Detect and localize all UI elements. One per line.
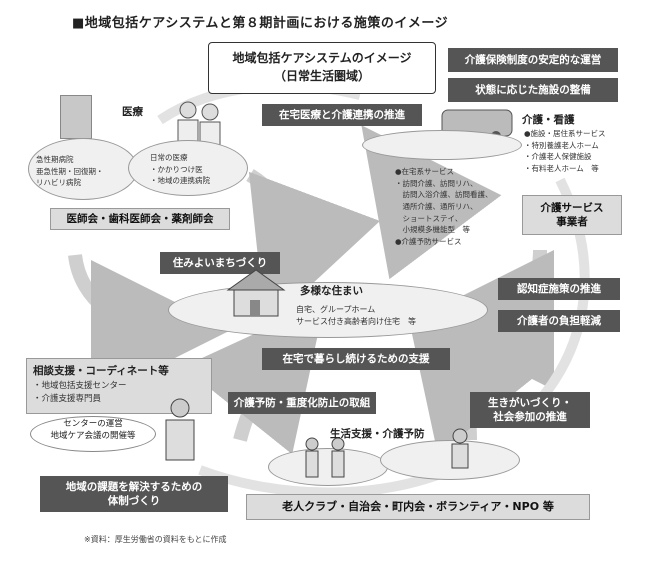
box-ishikai: 医師会・歯科医師会・薬剤師会 — [50, 208, 230, 230]
kaigo-facility-list: ●施設・居住系サービス ・特別養護老人ホーム ・介護老人保健施設 ・有料老人ホー… — [524, 128, 606, 175]
kaigo-home-item: ●介護予防サービス — [395, 236, 462, 246]
box-shisetsu-seibi: 状態に応じた施設の整備 — [448, 78, 618, 102]
box-roujin-club: 老人クラブ・自治会・町内会・ボランティア・NPO 等 — [246, 494, 590, 520]
hospital-item: リハビリ病院 — [36, 178, 81, 188]
box-yobou: 介護予防・重度化防止の取組 — [228, 392, 376, 414]
daily-care-item: ・地域の連携病院 — [150, 176, 210, 186]
kaigo-home-item: 小規模多機能型 等 — [395, 225, 470, 235]
kaigo-home-item: ショートステイ、 — [395, 213, 463, 223]
seikatsu-ellipse-right — [380, 440, 520, 480]
seikatsu-ellipse-left — [268, 448, 388, 486]
elder-exercise-icon — [440, 428, 480, 472]
arrow-left-to-center — [246, 169, 381, 328]
box-kaigosha-futan: 介護者の負担軽減 — [498, 310, 620, 332]
kaigo-home-item: 通所介護、通所リハ、 — [395, 201, 478, 211]
kaigo-facility-item: ・特別養護老人ホーム — [524, 140, 599, 150]
arrow-left-down — [68, 253, 231, 400]
box-ikigai: 生きがいづくり・ 社会参加の推進 — [470, 392, 590, 428]
soudan-item: ・地域包括支援センター — [33, 381, 127, 391]
hospital-item: 急性期病院 — [36, 155, 74, 164]
box-machizukuri: 住みよいまちづくり — [160, 252, 280, 274]
daily-care-item: 日常の医療 — [150, 153, 188, 162]
daily-care-ellipse — [128, 140, 248, 196]
hospital-icon — [60, 95, 92, 139]
kaigo-home-item: ・訪問介護、訪問リハ、 — [395, 178, 478, 188]
daily-care-item: ・かかりつけ医 — [150, 164, 203, 174]
box-kaigo-jigyosha: 介護サービス 事業者 — [522, 195, 622, 235]
center-title-box: 地域包括ケアシステムのイメージ （日常生活圏域） — [208, 42, 436, 94]
daily-care-list: 日常の医療 ・かかりつけ医 ・地域の連携病院 — [150, 152, 210, 187]
arrow-center-to-right — [361, 125, 502, 280]
soudan-bubble: センターの運営 地域ケア会議の開催等 — [30, 416, 156, 452]
hospital-item: 亜急性期・回復期・ — [36, 166, 104, 176]
seikatsu-label: 生活支援・介護予防 — [330, 428, 425, 440]
box-zaitaku-iryo: 在宅医療と介護連携の推進 — [262, 104, 422, 126]
care-worker-icon — [160, 398, 200, 462]
footnote: ※資料：厚生労働省の資料をもとに作成 — [84, 535, 227, 544]
kaigo-home-list: ●在宅系サービス ・訪問介護、訪問リハ、 訪問入浴介護、訪問看護、 通所介護、通… — [395, 166, 493, 247]
sumai-list: 自宅、グループホーム サービス付き高齢者向け住宅 等 — [296, 304, 416, 329]
kaigo-home-item: ●在宅系サービス — [395, 167, 455, 176]
arrow-bottom-curve — [198, 465, 452, 498]
kaigo-home-item: 訪問入浴介護、訪問看護、 — [395, 190, 493, 200]
seniors-walking-icon — [296, 436, 356, 480]
center-title-line2: （日常生活圏域） — [273, 69, 370, 83]
box-hoken-unei: 介護保険制度の安定的な運営 — [448, 48, 618, 72]
sumai-item: サービス付き高齢者向け住宅 等 — [296, 317, 416, 327]
center-title-line1: 地域包括ケアシステムのイメージ — [232, 51, 412, 65]
iryo-label: 医療 — [122, 106, 143, 118]
box-ninchisho: 認知症施策の推進 — [498, 278, 620, 300]
box-zaitaku-shien: 在宅で暮らし続けるための支援 — [262, 348, 450, 370]
kaigo-ellipse — [362, 130, 522, 160]
page-title: ■地域包括ケアシステムと第８期計画における施策のイメージ — [72, 16, 449, 31]
soudan-item: ・介護支援専門員 — [33, 394, 102, 405]
box-chiiki-kadai: 地域の課題を解決するための 体制づくり — [40, 476, 228, 512]
sumai-ellipse — [168, 282, 488, 338]
house-icon — [226, 268, 286, 318]
sumai-label: 多様な住まい — [300, 285, 363, 297]
sumai-item: 自宅、グループホーム — [296, 305, 376, 314]
kaigo-facility-item: ・有料老人ホーム 等 — [524, 163, 599, 173]
kaigo-facility-item: ●施設・居住系サービス — [524, 129, 606, 138]
kaigo-facility-item: ・介護老人保健施設 — [524, 152, 592, 162]
hospital-list: 急性期病院 亜急性期・回復期・ リハビリ病院 — [36, 154, 104, 189]
soudan-title: 相談支援・コーディネート等 — [33, 365, 169, 377]
kaigo-label: 介護・看護 — [522, 114, 575, 126]
